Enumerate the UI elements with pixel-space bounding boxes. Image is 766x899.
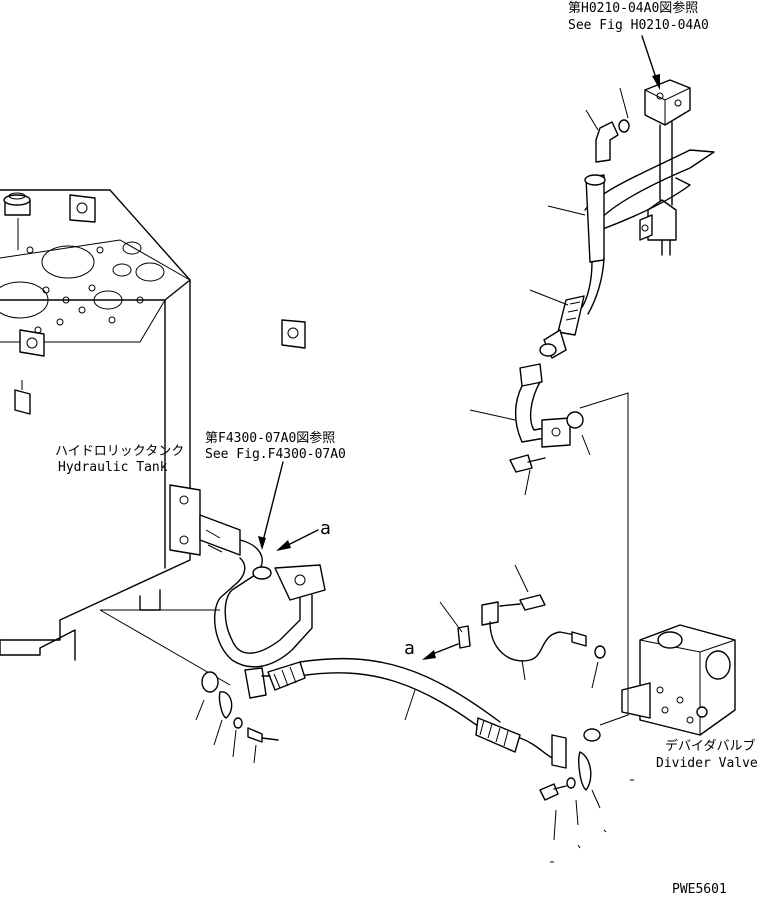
divider-label-en: Divider Valve	[656, 756, 758, 771]
view-mark-a-upper: a	[320, 518, 331, 539]
lower-hose	[244, 657, 567, 769]
o-ring-left	[201, 671, 219, 693]
pressure-sensor-harness	[457, 594, 606, 662]
bolt-left	[247, 727, 263, 743]
tank-label-jp: ハイドロリックタンク	[55, 444, 184, 459]
view-mark-a-lower: a	[404, 638, 415, 659]
divider-valve	[583, 624, 736, 742]
washer-right	[566, 777, 576, 789]
split-flange-right	[578, 751, 592, 791]
suction-tube-assembly	[169, 484, 326, 668]
tank-label-en: Hydraulic Tank	[58, 460, 168, 475]
upper-piping	[509, 79, 715, 473]
ref-middle-jp: 第F4300-07A0図参照	[205, 430, 335, 446]
bolt-right	[539, 783, 559, 801]
ref-upper-jp: 第H0210-04A0図参照	[568, 0, 698, 16]
ref-middle-en: See Fig.F4300-07A0	[205, 447, 346, 462]
ref-upper-en: See Fig H0210-04A0	[568, 18, 709, 33]
divider-label-jp: デバイダバルブ	[665, 738, 755, 754]
hydraulic-tank	[0, 189, 306, 661]
washer-left	[233, 717, 243, 729]
figure-code: PWE5601	[672, 882, 727, 897]
split-flange-left	[218, 691, 233, 719]
